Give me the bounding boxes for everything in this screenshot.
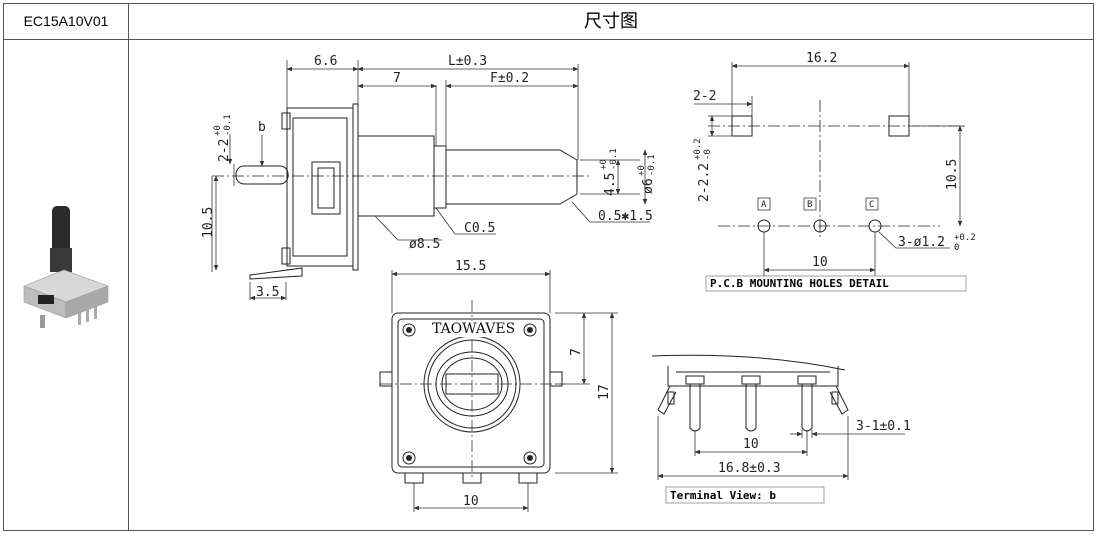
pcb-dim-10: 10 xyxy=(812,255,828,270)
brand-logo: TAOWAVES xyxy=(432,321,515,337)
front-dim-17: 17 xyxy=(597,384,612,400)
pin-a: A xyxy=(761,200,767,210)
table-frame xyxy=(3,3,1094,531)
side-view xyxy=(212,103,590,280)
dim-2-2-tol-bot: -0.1 xyxy=(223,114,233,136)
dim-phi6-tol-bot: -0.1 xyxy=(647,154,657,176)
pcb-labels: 16.2 2-2 2-2.2 +0.2 -0 10.5 A B C 3-ø1.2… xyxy=(693,51,976,290)
terminal-view xyxy=(651,354,849,432)
front-view-labels: 15.5 TAOWAVES 7 17 10 xyxy=(432,259,612,509)
dim-4-5-tol-top: +0 xyxy=(599,159,609,170)
pin-c: C xyxy=(869,200,874,210)
front-dim-15-5: 15.5 xyxy=(455,259,486,274)
dim-phi8-5: ø8.5 xyxy=(409,237,440,252)
dim-l: L±0.3 xyxy=(448,54,487,69)
pcb-dim-2-2: 2-2 xyxy=(693,89,716,104)
pcb-dim-2-2-tol: 2-2.2 xyxy=(697,163,712,202)
pcb-dim-holes-tol-bot: 0 xyxy=(954,243,959,253)
front-view-dimensions xyxy=(391,270,618,512)
term-dim-16-8: 16.8±0.3 xyxy=(718,461,781,476)
dim-2-2: 2-2 xyxy=(217,139,232,162)
pcb-dim-holes: 3-ø1.2 xyxy=(898,235,945,250)
side-view-dimensions xyxy=(211,60,650,301)
terminal-caption: Terminal View: b xyxy=(670,489,776,502)
pcb-dim-10-5: 10.5 xyxy=(945,159,960,190)
dim-4-5-tol-bot: -0.1 xyxy=(609,148,619,170)
pcb-dim-holes-tol-top: +0.2 xyxy=(954,233,976,243)
dim-3-5: 3.5 xyxy=(256,285,279,300)
sheet-title: 尺寸图 xyxy=(584,11,638,31)
model-number: EC15A10V01 xyxy=(23,13,109,29)
dim-6-6: 6.6 xyxy=(314,54,337,69)
term-dim-10: 10 xyxy=(743,437,759,452)
front-view xyxy=(379,300,565,484)
product-photo xyxy=(23,206,109,328)
dim-10-5: 10.5 xyxy=(201,207,216,238)
dim-phi6-tol-top: +0 xyxy=(637,165,647,176)
terminal-dimensions xyxy=(657,416,905,504)
pcb-dim-16-2: 16.2 xyxy=(806,51,837,66)
dim-0-5x1-5: 0.5✱1.5 xyxy=(598,209,653,224)
dim-7: 7 xyxy=(393,71,401,86)
pcb-dimensions xyxy=(694,62,967,292)
pcb-dim-2-2-tol-top: +0.2 xyxy=(693,138,703,160)
term-dim-3-1: 3-1±0.1 xyxy=(856,419,911,434)
pin-b: B xyxy=(807,200,812,210)
dim-2-2-tol-top: +0 xyxy=(213,125,223,136)
pcb-caption: P.C.B MOUNTING HOLES DETAIL xyxy=(710,277,889,290)
front-dim-7: 7 xyxy=(569,348,584,356)
front-dim-10: 10 xyxy=(463,494,479,509)
pcb-dim-2-2-tol-bot: -0 xyxy=(703,149,713,160)
dim-b: b xyxy=(258,120,266,135)
dim-4-5: 4.5 xyxy=(603,173,618,196)
dim-f: F±0.2 xyxy=(490,71,529,86)
pcb-detail xyxy=(708,100,965,240)
side-view-labels: 6.6 L±0.3 7 F±0.2 b 2-2 +0 -0.1 10.5 4.5… xyxy=(201,54,657,300)
dim-phi6: ø6 xyxy=(641,178,656,194)
terminal-labels: 10 3-1±0.1 16.8±0.3 Terminal View: b xyxy=(670,419,911,502)
dim-c0-5: C0.5 xyxy=(464,221,495,236)
